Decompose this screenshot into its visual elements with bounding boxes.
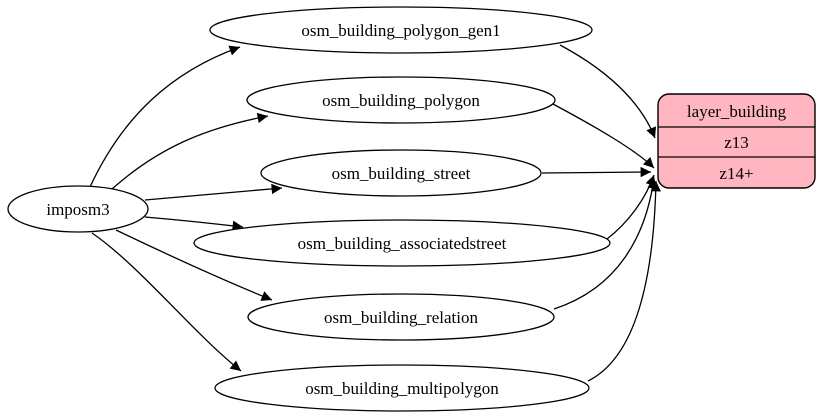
record-row-label-1: z13 (724, 133, 749, 152)
edge-imposm3-to-osm_building_polygon_gen1 (89, 45, 241, 188)
node-osm_building_polygon_gen1: osm_building_polygon_gen1 (209, 6, 593, 54)
record-body-layer_building (657, 93, 816, 189)
node-osm_building_associatedstreet: osm_building_associatedstreet (193, 219, 611, 267)
edge-osm_building_polygon_gen1-to-layer_building_z13 (559, 44, 657, 139)
edge-imposm3-to-osm_building_street (144, 183, 283, 201)
node-osm_building_multipolygon: osm_building_multipolygon (214, 364, 590, 412)
nodes-layer: imposm3 osm_building_polygon_gen1 osm_buil… (7, 6, 816, 412)
node-ellipse-osm_building_multipolygon (214, 364, 590, 412)
node-ellipse-osm_building_polygon_gen1 (209, 6, 593, 54)
edge-imposm3-to-osm_building_multipolygon (91, 232, 242, 372)
edge-osm_building_relation-to-layer_building_z14 (553, 177, 658, 310)
node-osm_building_relation: osm_building_relation (247, 293, 555, 341)
node-ellipse-osm_building_polygon (246, 76, 556, 124)
record-row-label-0: layer_building (687, 102, 787, 121)
node-label-osm_building_polygon: osm_building_polygon (322, 91, 480, 110)
node-layer_building: layer_building z13 z14+ (657, 93, 816, 189)
edge-osm_building_associatedstreet-to-layer_building_z14 (606, 174, 656, 240)
node-osm_building_polygon: osm_building_polygon (246, 76, 556, 124)
edge-imposm3-to-osm_building_polygon (111, 112, 269, 190)
edge-imposm3-to-osm_building_associatedstreet (144, 216, 244, 231)
node-ellipse-osm_building_associatedstreet (193, 219, 611, 267)
record-row-label-2: z14+ (719, 164, 753, 183)
node-label-osm_building_associatedstreet: osm_building_associatedstreet (298, 234, 507, 253)
node-ellipse-osm_building_street (260, 149, 542, 197)
node-label-osm_building_street: osm_building_street (332, 164, 471, 183)
node-ellipse-osm_building_relation (247, 293, 555, 341)
node-osm_building_street: osm_building_street (260, 149, 542, 197)
edge-osm_building_multipolygon-to-layer_building_z14 (587, 180, 661, 382)
node-label-osm_building_relation: osm_building_relation (324, 308, 478, 327)
edges-layer (89, 44, 661, 382)
node-label-imposm3: imposm3 (46, 200, 109, 219)
edge-osm_building_polygon-to-layer_building_z14 (552, 103, 655, 169)
node-label-osm_building_polygon_gen1: osm_building_polygon_gen1 (301, 21, 500, 40)
node-label-osm_building_multipolygon: osm_building_multipolygon (305, 379, 499, 398)
node-ellipse-imposm3 (7, 185, 149, 233)
edge-osm_building_street-to-layer_building_z14 (541, 166, 652, 178)
node-imposm3: imposm3 (7, 185, 149, 233)
edge-imposm3-to-osm_building_relation (115, 229, 273, 301)
